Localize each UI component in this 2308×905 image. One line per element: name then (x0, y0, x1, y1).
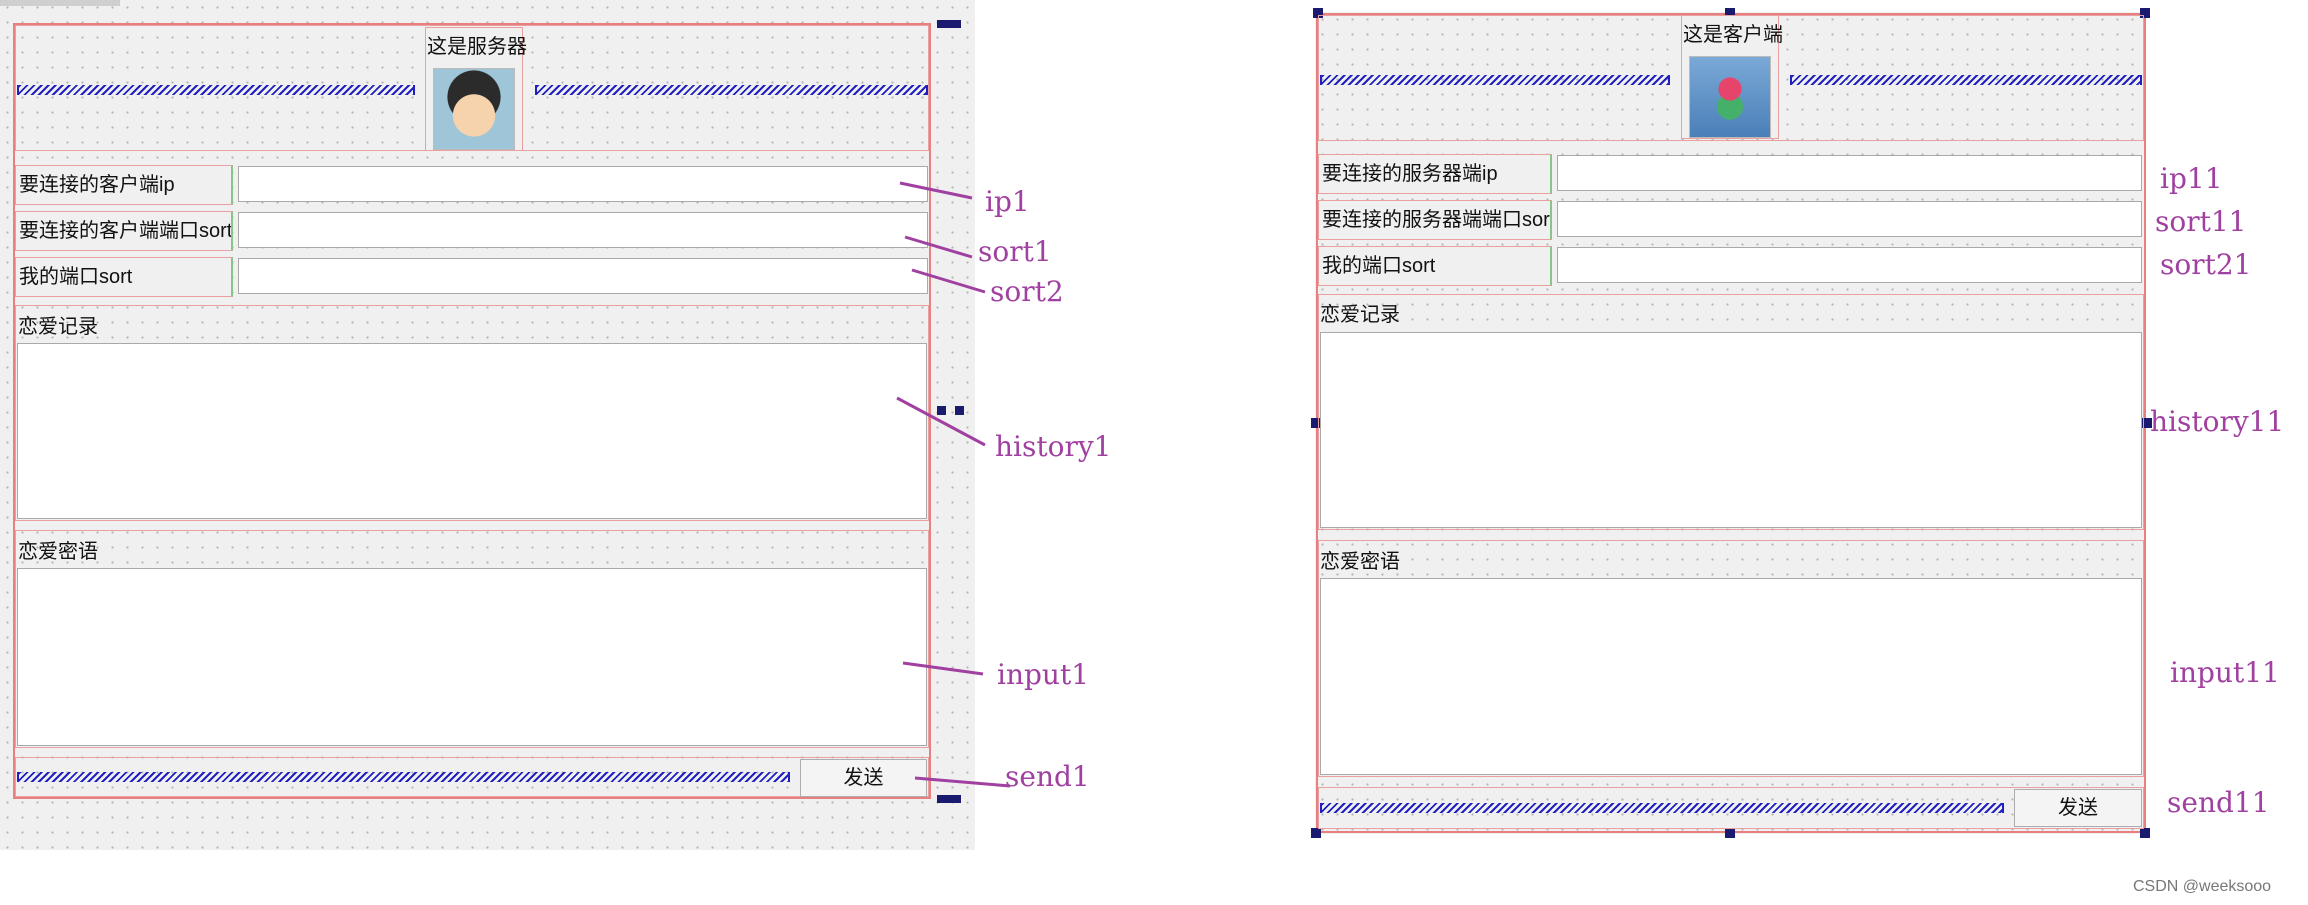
client-history-label: 恋爱记录 (1320, 304, 1400, 326)
server-callout-history: history1 (995, 430, 1112, 463)
server-ip-input[interactable] (238, 166, 928, 202)
client-history-textarea[interactable] (1320, 332, 2142, 528)
server-history-label: 恋爱记录 (18, 316, 98, 338)
client-history-group (1318, 294, 2144, 530)
client-handle-tr[interactable] (2140, 8, 2150, 18)
client-callout-input: input11 (2170, 656, 2280, 689)
client-port-input[interactable] (1557, 201, 2142, 237)
server-callout-line-input (902, 661, 984, 676)
server-history-textarea[interactable] (17, 343, 927, 519)
client-title: 这是客户端 (1683, 24, 1783, 46)
client-callout-ip: ip11 (2160, 162, 2223, 195)
client-callout-my-port: sort21 (2160, 248, 2252, 281)
client-handle-bc[interactable] (1725, 828, 1735, 838)
server-canvas-tab (0, 0, 120, 6)
client-my-port-label: 我的端口sort (1318, 246, 1552, 286)
server-my-port-label: 我的端口sort (15, 257, 233, 297)
watermark: CSDN @weeksooo (2133, 878, 2272, 895)
server-input-label: 恋爱密语 (18, 541, 98, 563)
client-avatar (1689, 56, 1771, 138)
client-input-textarea[interactable] (1320, 578, 2142, 775)
server-callout-input: input1 (997, 658, 1090, 691)
client-callout-port: sort11 (2155, 205, 2247, 238)
send-button[interactable]: 发送 (800, 759, 927, 797)
client-handle-br[interactable] (2140, 828, 2150, 838)
server-send-spacer (17, 772, 790, 782)
client-send-button[interactable]: 发送 (2014, 789, 2142, 827)
server-callout-line-history (896, 396, 986, 447)
server-callout-my-port: sort2 (990, 275, 1064, 308)
client-my-port-input[interactable] (1557, 247, 2142, 283)
server-callout-line-port (904, 235, 973, 259)
client-header-left-spacer (1320, 75, 1670, 85)
client-handle-ml[interactable] (1311, 418, 1321, 428)
server-my-port-input[interactable] (238, 258, 928, 294)
client-handle-tl[interactable] (1313, 8, 1323, 18)
server-port-label: 要连接的客户端端口sort (15, 211, 233, 251)
client-send-spacer (1320, 803, 2004, 813)
server-callout-port: sort1 (978, 235, 1052, 268)
server-history-group (15, 305, 929, 521)
server-callout-line-ip (899, 181, 973, 200)
server-header-left-spacer (17, 85, 415, 95)
server-port-input[interactable] (238, 212, 928, 248)
server-form-frame (13, 23, 931, 799)
client-handle-tc[interactable] (1725, 8, 1735, 18)
server-history-handle-right[interactable] (955, 406, 964, 415)
client-callout-send: send11 (2167, 786, 2270, 819)
client-handle-mr[interactable] (2142, 418, 2152, 428)
server-callout-send: send1 (1005, 760, 1090, 793)
server-input-group (15, 530, 929, 748)
server-history-handle-left[interactable] (937, 406, 946, 415)
client-handle-bl[interactable] (1311, 828, 1321, 838)
server-title: 这是服务器 (427, 36, 527, 58)
server-input-textarea[interactable] (17, 568, 927, 746)
client-ip-input[interactable] (1557, 155, 2142, 191)
server-avatar (433, 68, 515, 150)
server-ip-label: 要连接的客户端ip (15, 165, 233, 205)
client-send-row (1318, 787, 2144, 829)
server-callout-ip: ip1 (985, 185, 1030, 218)
client-callout-history: history11 (2150, 405, 2285, 438)
client-input-group (1318, 540, 2144, 777)
server-header-right-spacer (535, 85, 928, 95)
server-bottom-handle[interactable] (937, 795, 961, 803)
client-ip-label: 要连接的服务器端ip (1318, 154, 1552, 194)
server-send-row (15, 757, 929, 797)
server-callout-line-my-port (911, 268, 986, 294)
server-top-handle[interactable] (937, 20, 961, 28)
server-callout-line-send (914, 776, 1011, 788)
client-header-right-spacer (1790, 75, 2142, 85)
client-input-label: 恋爱密语 (1320, 551, 1400, 573)
client-port-label: 要连接的服务器端端口sort (1318, 200, 1552, 240)
